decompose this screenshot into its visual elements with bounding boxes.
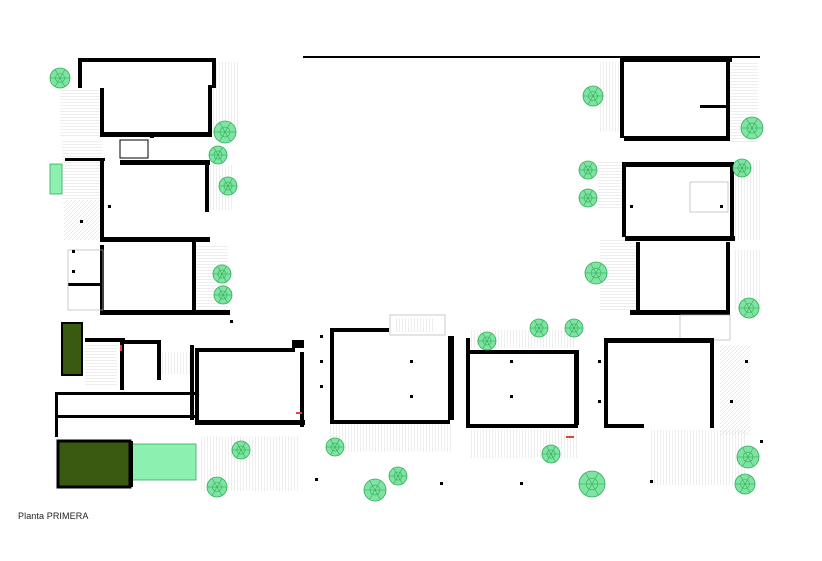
tree-icon: [582, 85, 604, 107]
tree-icon: [578, 470, 606, 498]
tree-icon: [212, 264, 232, 284]
tree-icon: [578, 188, 598, 208]
tree-icon: [541, 444, 561, 464]
tree-icon: [49, 67, 71, 89]
light-green-patio: [131, 443, 197, 481]
tree-icon: [325, 437, 345, 457]
tree-icon: [208, 145, 228, 165]
tree-icon: [529, 318, 549, 338]
tree-icon: [736, 445, 760, 469]
dark-green-block-bottom: [56, 439, 132, 489]
plan-caption: Planta PRIMERA: [18, 511, 89, 521]
tree-icon: [218, 176, 238, 196]
tree-icon: [363, 478, 387, 502]
light-green-strip: [49, 163, 63, 195]
tree-icon: [738, 297, 760, 319]
tree-icon: [564, 318, 584, 338]
tree-icon: [388, 466, 408, 486]
wall-fragments: [72, 205, 763, 485]
tree-icon: [578, 160, 598, 180]
tree-icon: [206, 476, 228, 498]
tree-icon: [584, 261, 608, 285]
tree-icon: [732, 158, 752, 178]
central-blocks: [120, 314, 579, 458]
tree-icon: [213, 120, 237, 144]
tree-icon: [213, 285, 233, 305]
tree-icon: [231, 440, 251, 460]
left-wing: [49, 58, 300, 491]
tree-icon: [734, 473, 756, 495]
trees: [49, 67, 764, 502]
tree-icon: [740, 116, 764, 140]
tree-icon: [477, 331, 497, 351]
right-wing: [598, 58, 760, 485]
dark-green-block-top: [61, 322, 83, 376]
